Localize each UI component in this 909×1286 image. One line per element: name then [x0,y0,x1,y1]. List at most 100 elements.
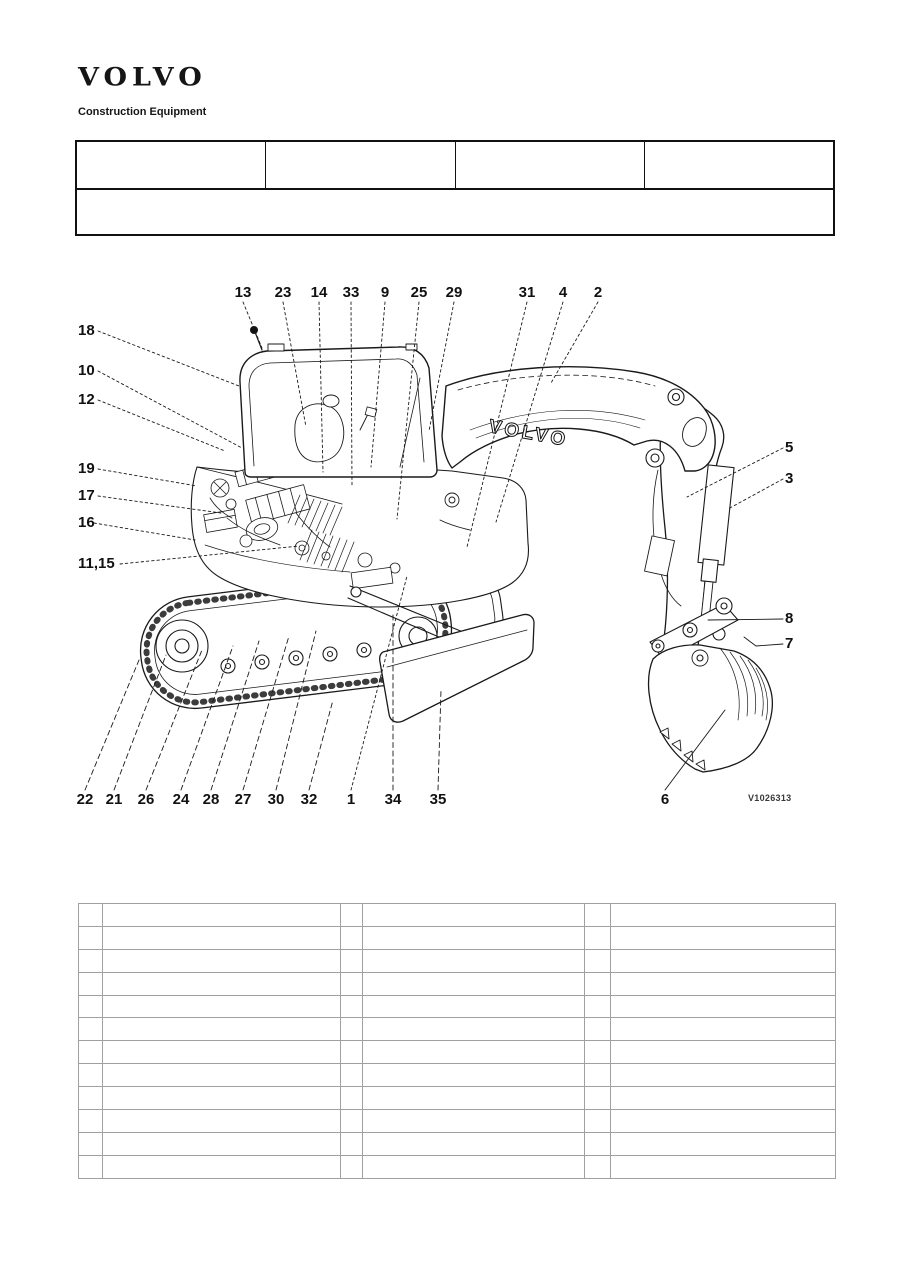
callout-22: 22 [76,791,94,808]
callout-16: 16 [78,514,95,531]
callout-35: 35 [429,791,447,808]
callout-4: 4 [558,284,568,301]
callout-6: 6 [660,791,670,808]
parts-table-row [78,948,836,973]
dozer-blade [347,585,535,723]
parts-table-cell [362,948,585,973]
callout-32: 32 [300,791,318,808]
parts-table [78,903,836,1179]
parts-table-cell [340,903,363,927]
parts-table-cell [78,1017,103,1042]
parts-table-cell [584,1017,611,1042]
callout-21: 21 [105,791,123,808]
parts-table-cell [610,1017,836,1042]
parts-table-cell [610,1154,836,1179]
parts-table-cell [610,1109,836,1133]
header-cell-wide [75,188,835,236]
parts-table-cell [78,1131,103,1156]
swing-bracket [439,492,471,531]
parts-table-cell [584,925,611,950]
parts-table-cell [610,1131,836,1156]
parts-table-cell [584,903,611,927]
parts-table-cell [340,1063,363,1088]
parts-table-row [78,1154,836,1179]
callout-14: 14 [310,284,328,301]
parts-table-cell [362,1086,585,1111]
parts-table-cell [340,994,363,1019]
parts-table-cell [362,971,585,996]
callout-10: 10 [78,362,95,379]
parts-table-cell [102,994,341,1019]
parts-table-cell [102,1154,341,1179]
parts-table-cell [102,1063,341,1088]
parts-table-cell [362,1017,585,1042]
parts-table-cell [78,1040,103,1065]
parts-table-cell [362,1040,585,1065]
parts-table-cell [584,1063,611,1088]
parts-table-cell [610,1086,836,1111]
boom [441,366,716,472]
parts-table-cell [340,1131,363,1156]
callout-5: 5 [785,439,794,456]
callout-9: 9 [380,284,390,301]
parts-table-cell [340,1086,363,1111]
callout-23: 23 [274,284,292,301]
callout-27: 27 [234,791,252,808]
parts-table-cell [340,948,363,973]
parts-table-row [78,994,836,1019]
parts-table-cell [584,994,611,1019]
parts-table-cell [362,1109,585,1133]
parts-table-cell [362,1131,585,1156]
callout-26: 26 [137,791,155,808]
parts-table-cell [102,1109,341,1133]
callout-29: 29 [445,284,463,301]
parts-table-body [78,903,836,1179]
parts-table-row [78,1063,836,1088]
parts-table-cell [102,1017,341,1042]
parts-table-cell [78,1109,103,1133]
header-cell [454,140,645,190]
parts-table-row [78,1086,836,1111]
parts-table-cell [362,903,585,927]
parts-table-cell [584,1109,611,1133]
parts-table-cell [584,1040,611,1065]
parts-table-cell [102,925,341,950]
parts-table-cell [102,1040,341,1065]
callout-24: 24 [172,791,190,808]
callout-11-15: 11,15 [78,555,115,572]
parts-table-cell [78,1154,103,1179]
parts-table-cell [362,994,585,1019]
bucket-linkage [649,597,739,661]
parts-table-cell [610,994,836,1019]
parts-table-cell [78,971,103,996]
parts-table-cell [102,971,341,996]
parts-table-cell [362,1154,585,1179]
callout-1: 1 [346,791,356,808]
parts-table-cell [610,971,836,996]
parts-table-cell [584,948,611,973]
parts-table-row [78,1131,836,1156]
callout-19: 19 [78,460,95,477]
callout-18: 18 [78,322,95,339]
parts-table-cell [340,1154,363,1179]
callout-30: 30 [267,791,285,808]
brand-subtitle: Construction Equipment [78,106,207,118]
parts-table-cell [340,1040,363,1065]
volvo-logo: VOLVO [78,62,207,93]
header-table [75,140,835,236]
parts-table-cell [78,903,103,927]
header-cell [644,140,835,190]
parts-table-cell [102,903,341,927]
callout-7: 7 [785,635,794,652]
parts-table-cell [78,948,103,973]
parts-table-row [78,971,836,996]
parts-table-cell [610,925,836,950]
parts-table-cell [362,925,585,950]
callout-25: 25 [410,284,428,301]
leader-lines [84,301,784,791]
parts-table-cell [102,948,341,973]
callout-34: 34 [384,791,402,808]
parts-table-cell [340,1017,363,1042]
